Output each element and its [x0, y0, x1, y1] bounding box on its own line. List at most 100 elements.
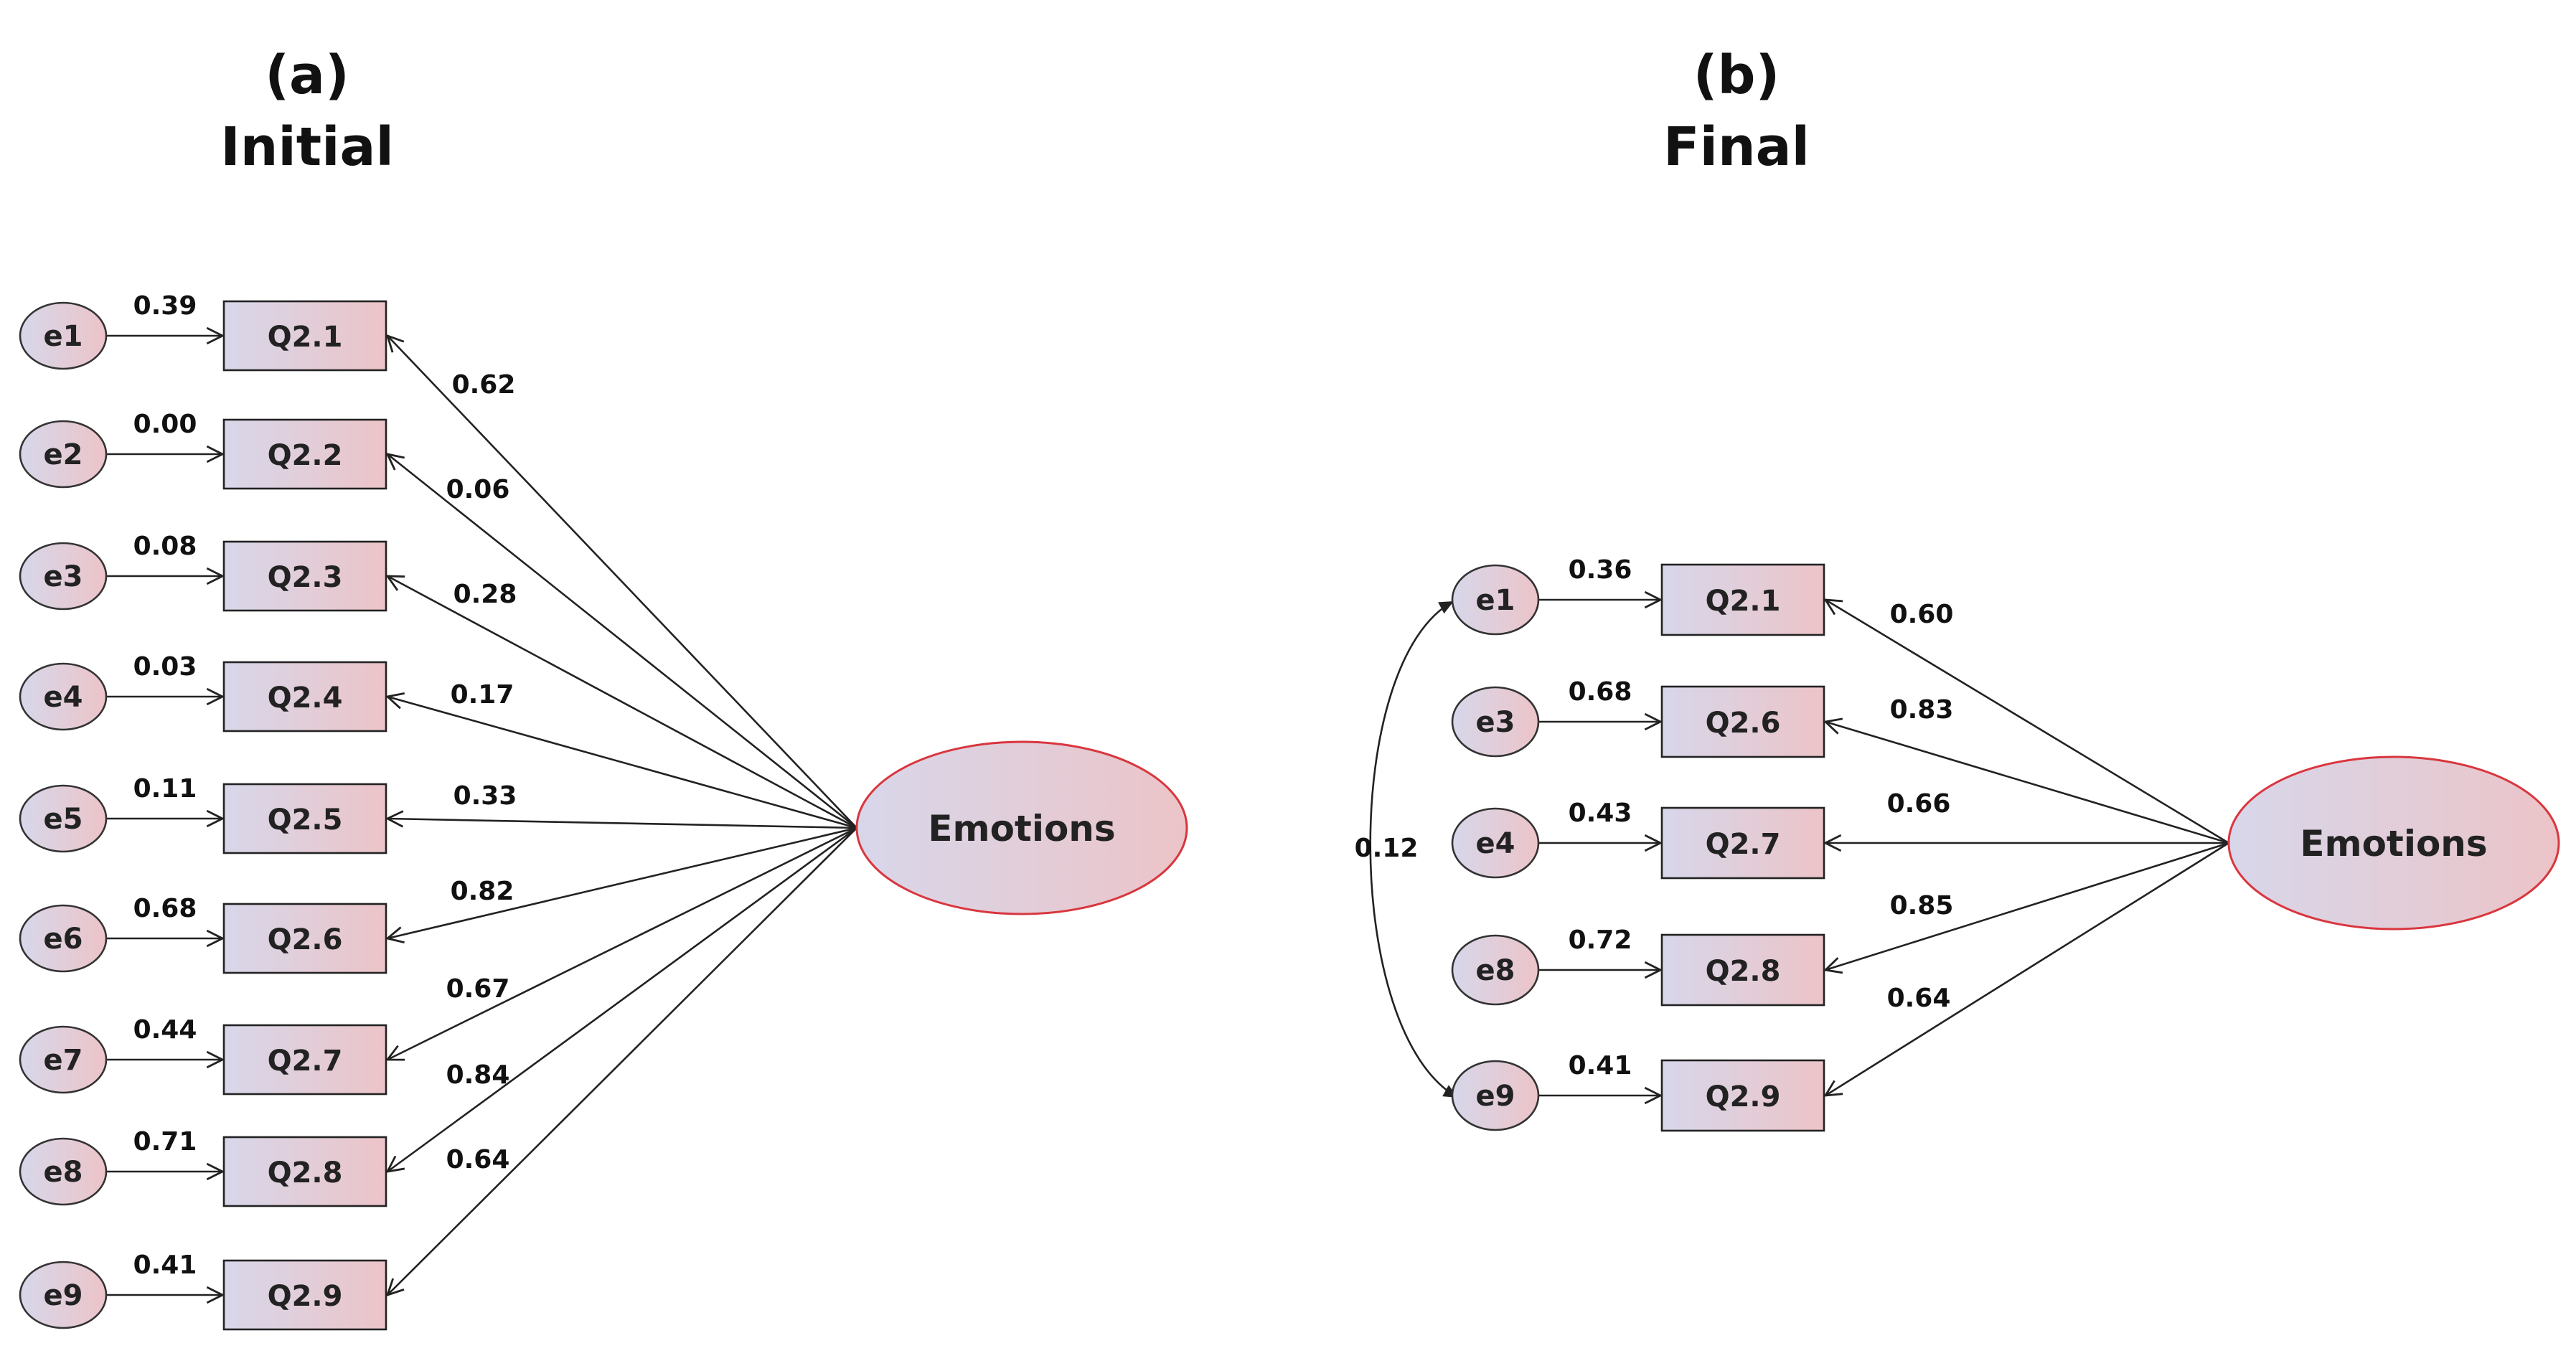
indicator-label: Q2.8: [268, 1157, 343, 1190]
indicator-label: Q2.5: [268, 804, 343, 837]
latent-node: [2227, 755, 2560, 931]
indicator-box: [222, 540, 387, 612]
indicator-box: [1660, 806, 1825, 880]
error-node: [19, 1137, 108, 1206]
error-value-label: 0.00: [133, 410, 197, 439]
indicator-box: [222, 300, 387, 372]
indicator-box: [1660, 685, 1825, 758]
loading-value-label: 0.17: [451, 680, 514, 710]
loading-value-label: 0.33: [453, 781, 517, 811]
loading-value-label: 0.83: [1890, 695, 1954, 725]
loading-path-arrow: [387, 454, 857, 829]
indicator-label: Q2.8: [1706, 955, 1781, 988]
indicator-label: Q2.9: [1706, 1080, 1781, 1113]
error-node: [19, 1025, 108, 1094]
indicator-box: [1660, 563, 1825, 636]
error-value-label: 0.03: [133, 652, 197, 682]
panel-b-label: (b): [1693, 44, 1780, 106]
loading-value-label: 0.62: [452, 370, 516, 400]
error-node-label: e9: [1476, 1080, 1515, 1113]
covariance-arrow: [1369, 600, 1459, 1099]
indicator-box: [1660, 1059, 1825, 1132]
error-node-label: e3: [44, 560, 83, 593]
error-node: [19, 542, 108, 611]
error-value-label: 0.39: [133, 291, 197, 321]
error-node: [1451, 807, 1540, 879]
loading-value-label: 0.64: [446, 1145, 510, 1174]
indicator-box: [222, 1259, 387, 1331]
loading-value-label: 0.67: [446, 974, 510, 1004]
error-node: [19, 1261, 108, 1329]
error-node: [19, 301, 108, 370]
panel-a-diagram: e1 Q2.1 0.39 0.62 e2 Q2.2 0.00 0.06 e3 Q2.3 0.08 0.…: [19, 291, 1188, 1331]
indicator-box: [222, 783, 387, 854]
error-node-label: e4: [1476, 827, 1515, 860]
error-node: [1451, 934, 1540, 1006]
loading-value-label: 0.60: [1890, 600, 1954, 629]
error-node-label: e4: [44, 681, 83, 714]
panel-b-title: Final: [1663, 116, 1810, 178]
indicator-box: [222, 903, 387, 974]
loading-value-label: 0.28: [453, 580, 517, 609]
error-value-label: 0.43: [1569, 799, 1632, 828]
loading-value-label: 0.82: [451, 877, 514, 906]
error-value-label: 0.11: [133, 774, 197, 804]
indicator-label: Q2.3: [268, 561, 343, 594]
loading-path-arrow: [387, 826, 857, 938]
error-value-label: 0.72: [1569, 925, 1632, 955]
error-node: [1451, 686, 1540, 758]
error-node-label: e1: [1476, 584, 1515, 617]
indicator-box: [222, 1136, 387, 1207]
error-node-label: e3: [1476, 706, 1515, 739]
panel-a-title: Initial: [220, 116, 394, 178]
indicator-label: Q2.2: [268, 439, 343, 472]
error-value-label: 0.41: [133, 1250, 197, 1280]
error-value-label: 0.71: [133, 1127, 197, 1157]
loading-path-arrow: [1825, 842, 2229, 970]
indicator-label: Q2.6: [1706, 707, 1781, 740]
indicator-box: [222, 661, 387, 733]
loading-value-label: 0.84: [446, 1060, 510, 1090]
error-value-label: 0.41: [1569, 1051, 1632, 1080]
error-node: [19, 420, 108, 489]
error-value-label: 0.36: [1569, 555, 1632, 585]
loading-value-label: 0.66: [1887, 789, 1951, 819]
error-node: [19, 784, 108, 853]
error-node-label: e5: [44, 803, 83, 836]
panel-a-label: (a): [265, 44, 349, 106]
error-value-label: 0.68: [1569, 677, 1632, 707]
loading-path-arrow: [1825, 842, 2229, 1096]
error-value-label: 0.44: [133, 1015, 197, 1045]
loading-path-arrow: [387, 697, 857, 829]
error-value-label: 0.68: [133, 894, 197, 923]
error-node: [1451, 1060, 1540, 1131]
indicator-label: Q2.1: [1706, 585, 1781, 618]
loading-value-label: 0.06: [446, 475, 510, 504]
loading-path-arrow: [387, 827, 857, 1295]
loading-path-arrow: [387, 819, 857, 829]
error-node: [19, 662, 108, 731]
loading-value-label: 0.64: [1887, 984, 1951, 1013]
error-node-label: e8: [1476, 954, 1515, 987]
loading-path-arrow: [387, 336, 857, 829]
error-node: [1451, 564, 1540, 636]
error-node: [19, 904, 108, 973]
error-node-label: e6: [44, 923, 83, 956]
error-node-label: e2: [44, 438, 83, 471]
error-node-label: e1: [44, 320, 83, 353]
indicator-box: [222, 418, 387, 490]
loading-path-arrow: [387, 576, 857, 829]
error-node-label: e9: [44, 1279, 83, 1312]
indicator-label: Q2.7: [1706, 828, 1781, 861]
indicator-box: [222, 1024, 387, 1096]
indicator-label: Q2.9: [268, 1280, 343, 1313]
covariance-label: 0.12: [1355, 834, 1419, 863]
error-value-label: 0.08: [133, 532, 197, 561]
indicator-label: Q2.4: [268, 682, 343, 715]
error-node-label: e8: [44, 1156, 83, 1189]
error-node-label: e7: [44, 1044, 83, 1077]
latent-node-label: Emotions: [2300, 823, 2487, 865]
indicator-label: Q2.1: [268, 321, 343, 354]
loading-path-arrow: [1825, 600, 2229, 844]
